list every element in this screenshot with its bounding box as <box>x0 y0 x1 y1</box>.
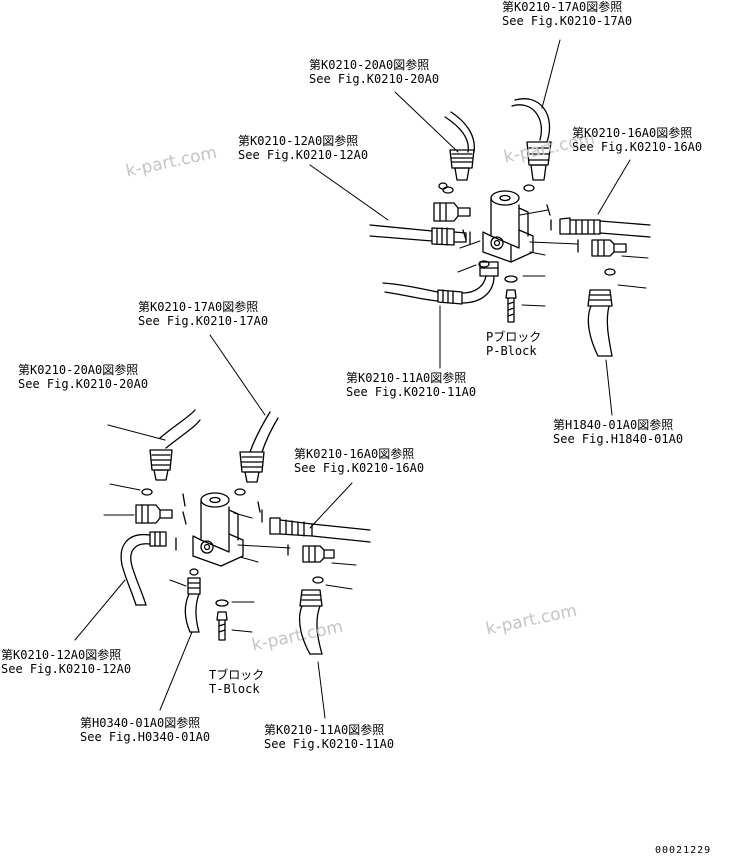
t-block-assembly <box>74 334 371 719</box>
callout-p-k0210-20a0: 第K0210-20A0図参照 See Fig.K0210-20A0 <box>309 58 439 86</box>
p-pins <box>462 204 551 241</box>
t-pins <box>175 493 261 551</box>
callout-en: See Fig.H1840-01A0 <box>553 432 684 446</box>
callout-en: See Fig.K0210-20A0 <box>18 377 149 391</box>
p-hose-17a0 <box>511 98 552 192</box>
p-block-assembly <box>309 39 651 416</box>
callout-en: See Fig.H0340-01A0 <box>80 730 211 744</box>
t-hose-12a0 <box>120 531 167 606</box>
callout-jp: 第K0210-17A0図参照 <box>502 0 623 14</box>
callout-p-k0210-12a0: 第K0210-12A0図参照 See Fig.K0210-12A0 <box>238 134 368 162</box>
t-hose-16a0 <box>261 509 371 556</box>
callout-en: See Fig.K0210-12A0 <box>1 662 132 676</box>
p-block-bolt <box>504 275 518 323</box>
p-oring-2 <box>478 260 490 268</box>
callout-en: See Fig.K0210-11A0 <box>346 385 477 399</box>
callout-en: See Fig.K0210-17A0 <box>138 314 269 328</box>
callout-jp: 第K0210-16A0図参照 <box>294 447 415 461</box>
t-leader-lines <box>74 334 357 719</box>
t-block-name-en: T-Block <box>209 682 260 696</box>
callout-jp: 第K0210-20A0図参照 <box>309 58 430 72</box>
callout-jp: 第K0210-20A0図参照 <box>18 363 139 377</box>
p-block-label: Pブロック P-Block <box>486 330 541 358</box>
callout-en: See Fig.K0210-20A0 <box>309 72 440 86</box>
callout-jp: 第K0210-16A0図参照 <box>572 126 693 140</box>
callout-en: See Fig.K0210-12A0 <box>238 148 369 162</box>
callout-en: See Fig.K0210-16A0 <box>572 140 703 154</box>
p-oring-1 <box>438 182 448 190</box>
t-block-body <box>192 492 244 567</box>
t-hose-11a0 <box>298 589 323 655</box>
callout-jp: 第K0210-17A0図参照 <box>138 300 259 314</box>
t-block-label: Tブロック T-Block <box>209 668 264 696</box>
p-hose-20a0 <box>444 111 475 181</box>
callout-t-k0210-12a0: 第K0210-12A0図参照 See Fig.K0210-12A0 <box>1 648 131 676</box>
callout-jp: 第K0210-12A0図参照 <box>238 134 359 148</box>
p-block-name-jp: Pブロック <box>486 330 542 344</box>
t-block-name-jp: Tブロック <box>209 668 265 682</box>
callout-p-k0210-16a0: 第K0210-16A0図参照 See Fig.K0210-16A0 <box>572 126 702 154</box>
p-elbow-left <box>433 186 471 222</box>
callout-jp: 第K0210-12A0図参照 <box>1 648 122 662</box>
callout-jp: 第H1840-01A0図参照 <box>553 418 674 432</box>
callout-p-k0210-17a0: 第K0210-17A0図参照 See Fig.K0210-17A0 <box>502 0 632 28</box>
p-leader-lines <box>309 39 649 416</box>
callout-t-k0210-20a0: 第K0210-20A0図参照 See Fig.K0210-20A0 <box>18 363 148 391</box>
t-hose-17a0 <box>234 411 279 496</box>
callout-en: See Fig.K0210-11A0 <box>264 737 395 751</box>
p-block-name-en: P-Block <box>486 344 537 358</box>
p-hose-12a0 <box>369 224 471 246</box>
p-hose-11a0 <box>382 261 499 305</box>
drawing-code: 00021229 <box>655 845 712 856</box>
callout-p-h1840-01a0: 第H1840-01A0図参照 See Fig.H1840-01A0 <box>553 418 683 446</box>
p-hose-h1840 <box>587 289 613 357</box>
callout-en: See Fig.K0210-16A0 <box>294 461 425 475</box>
p-elbow-right <box>591 239 627 276</box>
callout-jp: 第K0210-11A0図参照 <box>264 723 385 737</box>
callout-t-k0210-17a0: 第K0210-17A0図参照 See Fig.K0210-17A0 <box>138 300 268 328</box>
callout-t-k0210-16a0: 第K0210-16A0図参照 See Fig.K0210-16A0 <box>294 447 424 475</box>
callout-jp: 第K0210-11A0図参照 <box>346 371 467 385</box>
t-hose-20a0 <box>141 409 201 496</box>
callout-jp: 第H0340-01A0図参照 <box>80 716 201 730</box>
t-hose-h0340 <box>184 568 201 633</box>
callout-en: See Fig.K0210-17A0 <box>502 14 633 28</box>
callout-p-k0210-11a0: 第K0210-11A0図参照 See Fig.K0210-11A0 <box>346 371 476 399</box>
callout-t-k0210-11a0: 第K0210-11A0図参照 See Fig.K0210-11A0 <box>264 723 394 751</box>
t-elbow-right <box>302 545 335 584</box>
p-block-body <box>482 190 534 263</box>
t-block-bolt <box>215 599 229 641</box>
p-hose-16a0 <box>550 217 651 253</box>
callout-t-h0340-01a0: 第H0340-01A0図参照 See Fig.H0340-01A0 <box>80 716 210 744</box>
t-elbow-left <box>135 504 173 524</box>
